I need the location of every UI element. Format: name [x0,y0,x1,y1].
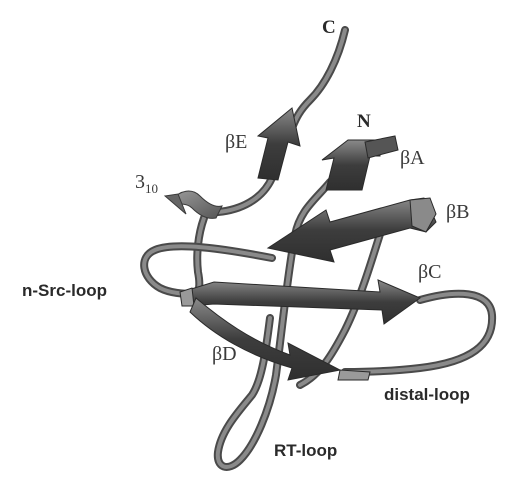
label-n-terminus: N [357,112,371,131]
label-helix-310-base: 3 [135,171,145,193]
label-distal-loop: distal-loop [384,386,470,403]
label-beta-e: βE [225,132,247,152]
label-c-terminus: C [322,18,336,37]
strand-beta-e [258,108,300,180]
label-beta-c: βC [418,262,442,282]
label-beta-b: βB [446,202,470,222]
label-helix-310: 310 [135,172,158,192]
label-rt-loop: RT-loop [274,442,337,459]
label-beta-a: βA [400,148,425,168]
helix-310 [165,191,222,218]
strand-beta-a [322,136,398,190]
label-helix-310-sub: 10 [145,181,158,196]
label-nsrc-loop: n-Src-loop [22,282,107,299]
label-beta-d: βD [212,344,237,364]
